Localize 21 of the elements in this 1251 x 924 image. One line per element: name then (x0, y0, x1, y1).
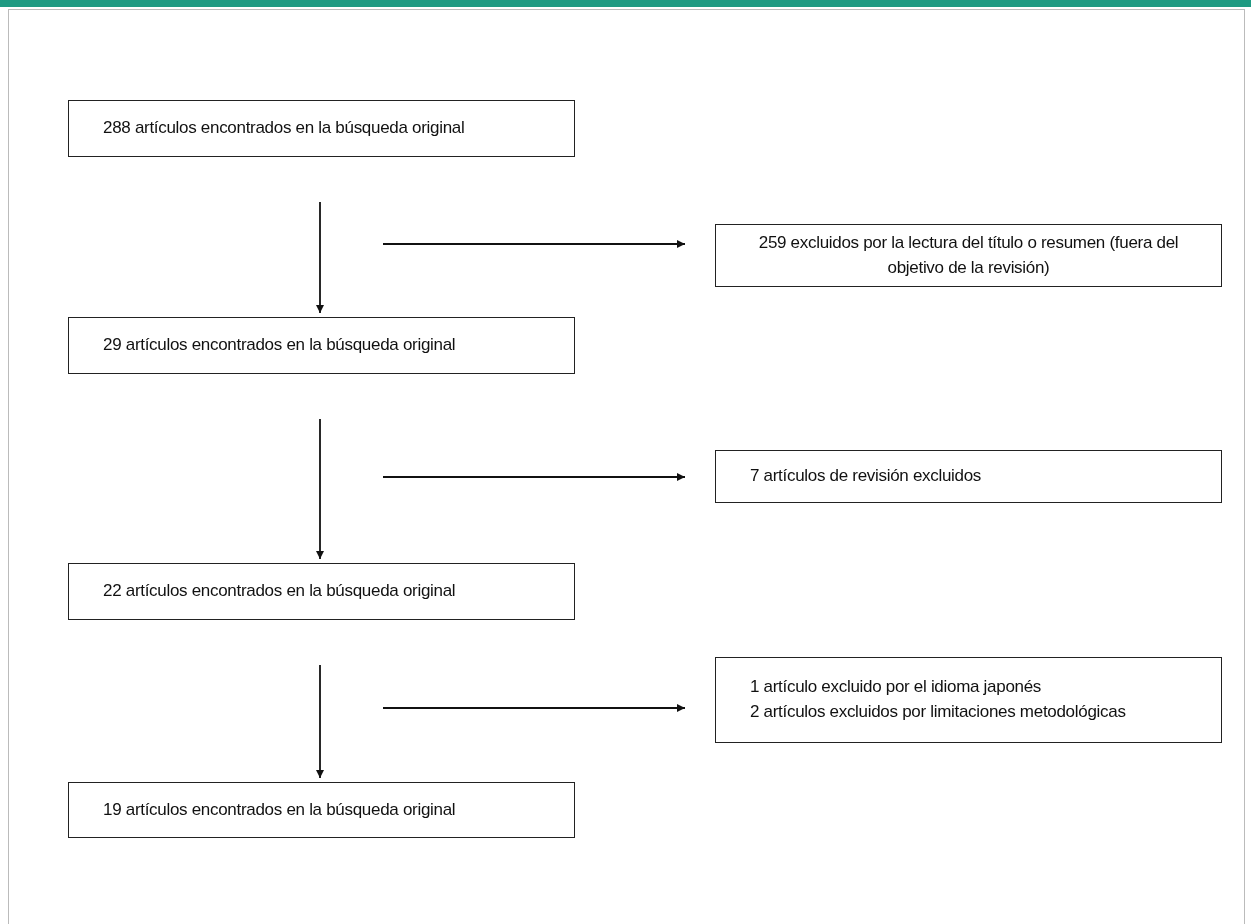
box-text: 7 artículos de revisión excluidos (750, 465, 983, 488)
box-text: 22 artículos encontrados en la búsqueda original (103, 580, 457, 603)
process-box (68, 563, 575, 620)
arrow (382, 473, 686, 481)
process-box (715, 224, 1222, 287)
box-text: 1 artículo excluido por el idioma japonés (750, 676, 1043, 699)
arrow (382, 704, 686, 712)
process-box (68, 100, 575, 157)
process-box (68, 317, 575, 374)
arrow (382, 240, 686, 248)
arrow (316, 418, 324, 560)
box-text: 29 artículos encontrados en la búsqueda original (103, 334, 457, 357)
box-text: 19 artículos encontrados en la búsqueda original (103, 798, 457, 821)
arrow (316, 664, 324, 779)
arrow (316, 201, 324, 314)
process-box (715, 450, 1222, 503)
process-box (68, 782, 575, 838)
box-text: 288 artículos encontrados en la búsqueda original (103, 117, 466, 140)
box-text: 2 artículos excluidos por limitaciones metodológicas (750, 701, 1127, 723)
process-box (715, 657, 1222, 743)
box-text: 259 excluidos por la lectura del título o resumen (fuera del objetivo de la revisión) (757, 231, 1180, 279)
